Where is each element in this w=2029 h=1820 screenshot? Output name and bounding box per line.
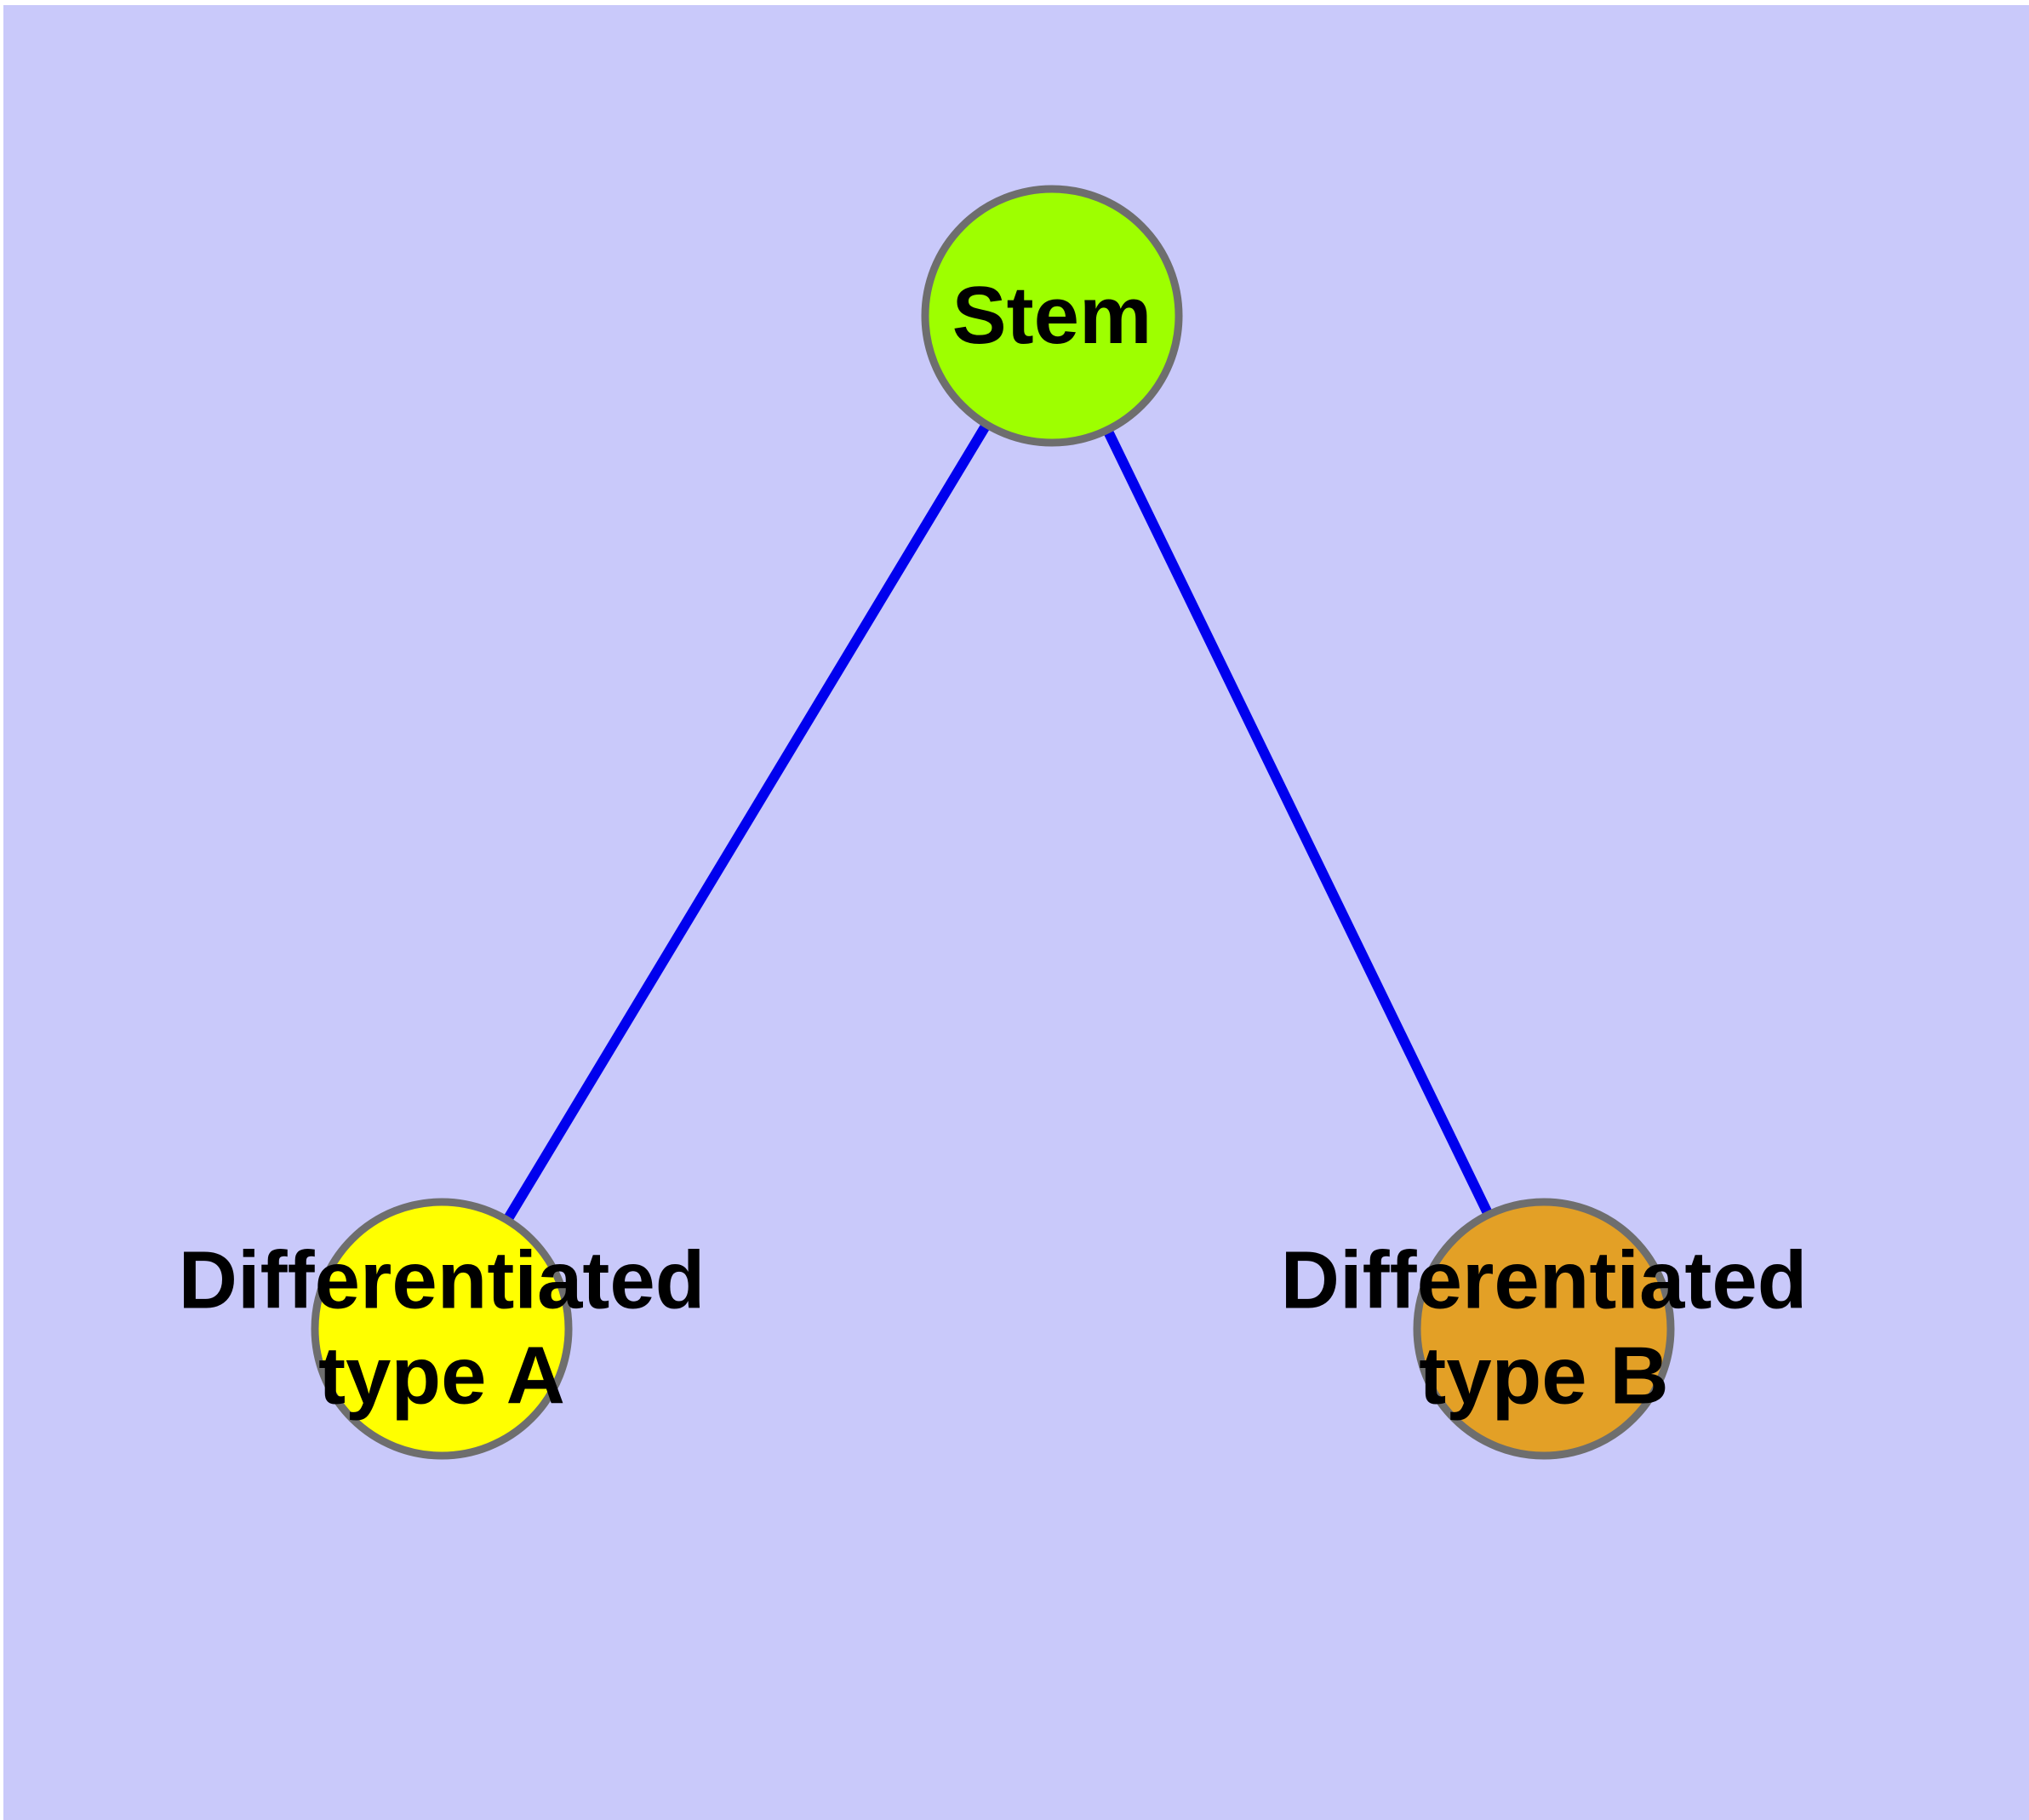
edge-stem-diff-a[interactable]	[437, 312, 1057, 1332]
node-diff_b[interactable]	[1413, 1198, 1675, 1460]
edge-stem-diff-b[interactable]	[1047, 313, 1549, 1331]
nodes-layer	[311, 185, 1675, 1460]
edges-layer	[437, 312, 1549, 1332]
node-diff_a[interactable]	[311, 1198, 573, 1460]
node-stem[interactable]	[921, 185, 1183, 447]
